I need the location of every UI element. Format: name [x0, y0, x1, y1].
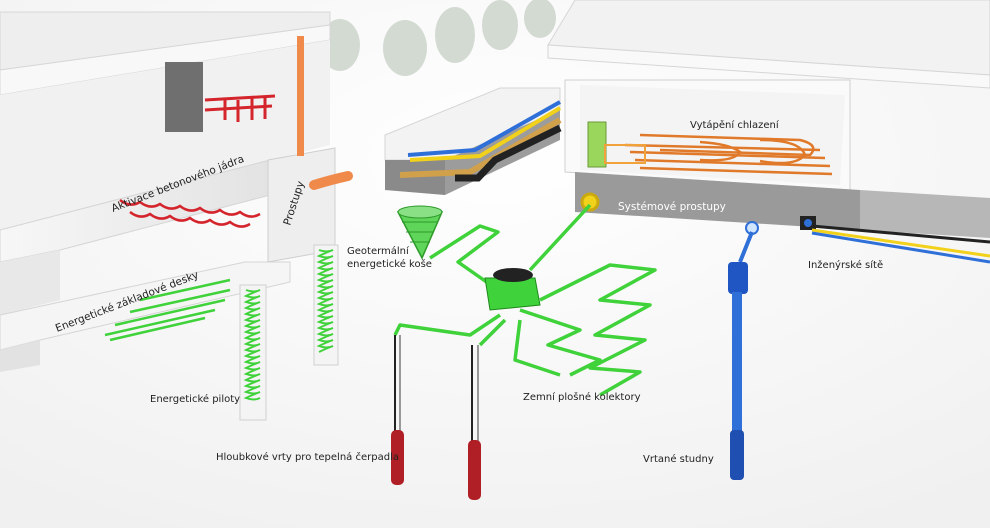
label-utility-networks: Inženýrské sítě	[808, 259, 883, 271]
red-manifold	[204, 94, 276, 122]
horizontal-duct	[309, 171, 353, 190]
vertical-duct	[297, 36, 304, 156]
geothermal-basket	[396, 205, 444, 260]
system-penetrations-band	[575, 172, 860, 230]
energy-pile-right	[313, 244, 339, 366]
label-drilled-wells: Vrtané studny	[643, 453, 714, 465]
drilled-well	[728, 231, 754, 480]
right-building	[547, 0, 990, 264]
left-building	[0, 11, 353, 421]
yellow-penetration	[580, 192, 600, 212]
underfloor-heating	[624, 133, 833, 176]
label-system-penetrations: Systémové prostupy	[618, 201, 726, 213]
label-heating-cooling: Vytápění chlazení	[690, 119, 780, 131]
label-ground-collectors: Zemní plošné kolektory	[523, 391, 641, 403]
label-energy-piles: Energetické piloty	[150, 393, 240, 405]
energy-pile-left	[239, 284, 267, 421]
collector-manifold	[484, 268, 541, 311]
label-deep-boreholes: Hloubkové vrty pro tepelná čerpadla	[216, 451, 399, 463]
deep-borehole-left	[391, 335, 404, 485]
core-activation-loops	[119, 198, 261, 228]
utility-cabinet	[165, 62, 203, 132]
deep-borehole-right	[468, 345, 481, 500]
label-geo-baskets-line1: Geotermální	[347, 245, 410, 257]
utility-trench	[384, 87, 562, 195]
label-geo-baskets-line2: energetické koše	[347, 258, 432, 270]
heat-exchanger-box	[587, 121, 607, 168]
ground-collector-network	[393, 203, 657, 397]
foundation-slab-loops	[104, 278, 231, 342]
